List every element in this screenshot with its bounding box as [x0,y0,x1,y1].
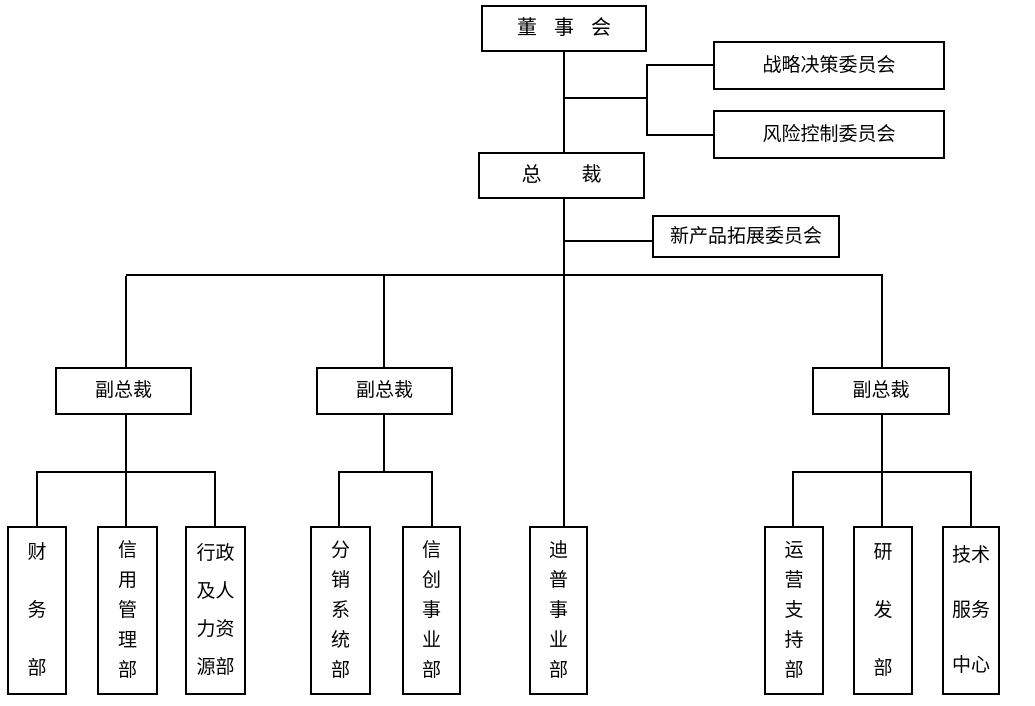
connector-to-risk-committee [648,134,713,136]
connector-to-new-product-committee [565,240,652,242]
node-dept-distribution-systems: 分 销 系 统 部 [310,526,371,695]
node-dept-distribution-systems-label: 分 销 系 统 部 [330,539,350,681]
node-vice-president-right-label: 副总裁 [852,380,910,402]
connector-drop-vp-left [125,276,127,367]
connector-drop-tech-service-center [970,473,972,526]
node-vice-president-middle: 副总裁 [316,367,453,415]
connector-drop-finance [36,473,38,526]
node-vice-president-right: 副总裁 [812,367,950,415]
node-risk-control-committee: 风险控制委员会 [713,110,945,159]
node-vice-president-left-label: 副总裁 [94,380,152,402]
connector-drop-operations-support [792,473,794,526]
node-president-label: 总 裁 [521,164,602,186]
node-dept-rd: 研 发 部 [853,526,913,695]
node-tech-service-center-label: 技术 服务 中心 [951,545,990,676]
node-dept-operations-support-label: 运 营 支 持 部 [784,539,804,681]
node-vice-president-middle-label: 副总裁 [355,380,413,402]
connector-drop-vp-right [881,276,883,367]
node-dept-dipu-business: 迪 普 事 业 部 [529,526,588,695]
node-president: 总 裁 [478,152,645,199]
connector-board-committee-branch [563,97,648,99]
node-board-of-directors-label: 董 事 会 [517,17,617,39]
connector-group-middle-line [338,471,433,473]
connector-vp-middle-trunk [383,415,385,473]
node-strategy-decision-committee: 战略决策委员会 [713,41,945,90]
node-strategy-decision-committee-label: 战略决策委员会 [762,54,896,76]
connector-drop-xinchuang [431,473,433,526]
node-dept-admin-hr: 行政 及人 力资 源部 [185,526,246,695]
node-dept-xinchuang-business-label: 信 创 事 业 部 [421,539,441,681]
node-dept-rd-label: 研 发 部 [873,541,893,679]
node-dept-credit-management: 信 用 管 理 部 [97,526,158,695]
connector-drop-vp-middle [383,276,385,367]
node-dept-finance: 财 务 部 [7,526,67,695]
node-risk-control-committee-label: 风险控制委员会 [762,123,896,145]
connector-vp-right-trunk [881,415,883,526]
node-dept-credit-management-label: 信 用 管 理 部 [117,539,137,681]
node-board-of-directors: 董 事 会 [481,5,647,52]
connector-president-trunk [563,199,565,526]
node-new-product-expansion-committee-label: 新产品拓展委员会 [669,225,822,247]
node-dept-admin-hr-label: 行政 及人 力资 源部 [196,542,235,678]
node-dept-dipu-business-label: 迪 普 事 业 部 [548,539,568,681]
connector-to-strategy-committee [648,64,713,66]
connector-group-right-line [792,471,972,473]
node-vice-president-left: 副总裁 [55,367,192,415]
node-dept-xinchuang-business: 信 创 事 业 部 [402,526,461,695]
node-dept-operations-support: 运 营 支 持 部 [764,526,824,695]
node-new-product-expansion-committee: 新产品拓展委员会 [652,215,840,258]
connector-board-president [563,52,565,152]
connector-distribution-line [126,274,883,276]
connector-vp-left-trunk [125,415,127,526]
connector-drop-admin-hr [214,473,216,526]
node-tech-service-center: 技术 服务 中心 [942,526,1000,695]
connector-committee-bracket [646,64,648,136]
connector-group-left-line [36,471,216,473]
node-dept-finance-label: 财 务 部 [27,541,47,679]
connector-drop-distribution-systems [338,473,340,526]
